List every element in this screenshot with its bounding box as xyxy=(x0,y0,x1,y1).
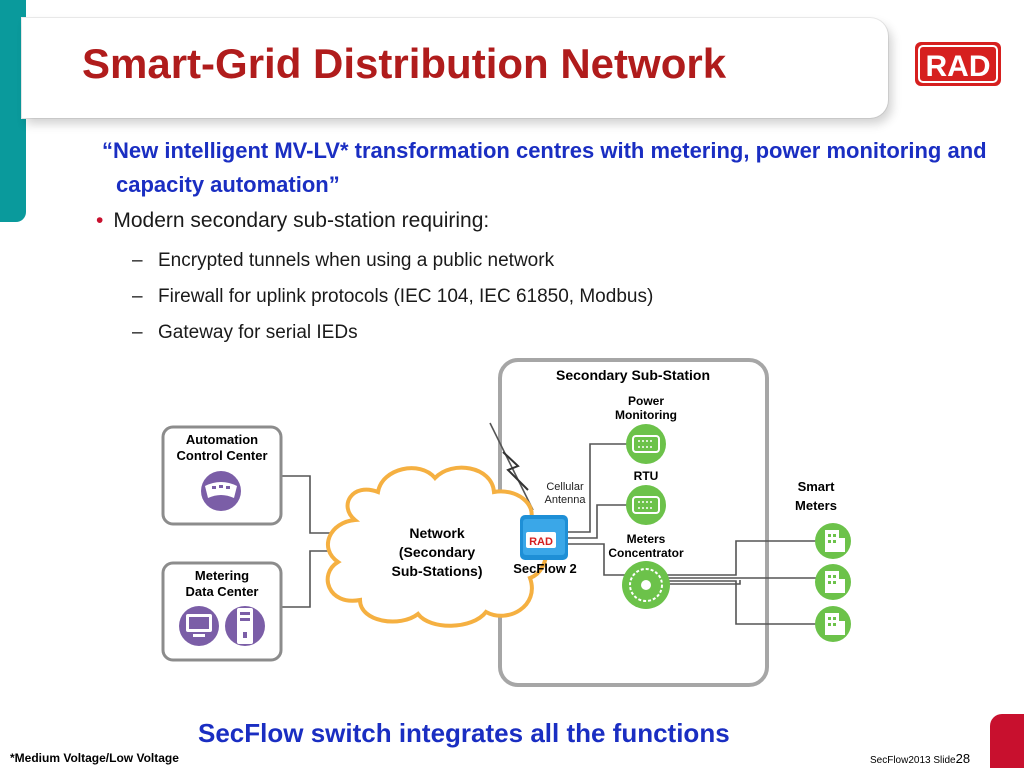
sub-bullet-item: –Encrypted tunnels when using a public n… xyxy=(132,250,554,272)
connection-lines xyxy=(282,443,816,625)
sub-bullet-item: –Gateway for serial IEDs xyxy=(132,322,358,344)
antenna-line xyxy=(489,422,534,511)
cellular-label: Antenna xyxy=(545,494,587,506)
slide-number: 28 xyxy=(955,751,971,766)
sub-bullet-text: Encrypted tunnels when using a public ne… xyxy=(158,250,555,271)
power-monitoring-label: Monitoring xyxy=(615,408,677,422)
network-label: Network xyxy=(409,525,464,541)
substation-title: Secondary Sub-Station xyxy=(556,367,710,383)
bullet-text: Modern secondary sub-station requiring: xyxy=(113,209,490,232)
smart-meters-label: Smart xyxy=(798,479,836,494)
automation-label: Control Center xyxy=(177,448,268,463)
dash-mark: – xyxy=(132,286,143,307)
smart-meter-icon xyxy=(815,564,851,600)
quote-text: “New intelligent MV-LV* transformation c… xyxy=(102,138,987,197)
bullet-dot: • xyxy=(96,209,104,232)
network-cloud xyxy=(325,465,549,628)
concentrator-icon xyxy=(622,561,670,609)
footnote: *Medium Voltage/Low Voltage xyxy=(10,751,179,765)
power-monitoring-label: Power xyxy=(628,394,664,408)
dash-mark: – xyxy=(132,322,143,343)
slide-prefix: SecFlow2013 Slide xyxy=(870,755,956,766)
rtu-icon xyxy=(626,485,666,525)
bullet-item: • Modern secondary sub-station requiring: xyxy=(96,209,489,233)
svg-text:RAD: RAD xyxy=(529,536,553,548)
slide-info: SecFlow2013 Slide28 xyxy=(870,751,970,766)
smart-meters-label: Meters xyxy=(795,498,837,513)
secflow-device-icon: RAD xyxy=(520,515,568,560)
control-desk-icon xyxy=(201,471,241,511)
meters-concentrator-label: Meters xyxy=(627,532,666,546)
sub-bullet-text: Firewall for uplink protocols (IEC 104, … xyxy=(158,286,654,307)
rtu-label: RTU xyxy=(634,469,659,483)
dash-mark: – xyxy=(132,250,143,271)
monitor-icon xyxy=(179,606,219,646)
automation-label: Automation xyxy=(186,432,258,447)
meters-concentrator-label: Concentrator xyxy=(608,546,684,560)
antenna-bolt xyxy=(502,451,529,491)
server-icon xyxy=(225,606,265,646)
svg-text:RAD: RAD xyxy=(926,50,991,83)
secflow-label: SecFlow 2 xyxy=(513,561,577,576)
power-monitor-icon xyxy=(626,424,666,464)
rad-logo: RAD xyxy=(915,42,1001,86)
smart-meter-icon xyxy=(815,606,851,642)
metering-label: Data Center xyxy=(186,584,259,599)
metering-label: Metering xyxy=(195,568,249,583)
network-label: Sub-Stations) xyxy=(392,563,483,579)
page-title: Smart-Grid Distribution Network xyxy=(82,40,727,87)
footer-headline: SecFlow switch integrates all the functi… xyxy=(198,718,730,748)
sub-bullet-item: –Firewall for uplink protocols (IEC 104,… xyxy=(132,286,653,308)
corner-accent xyxy=(990,714,1024,768)
teal-accent-bar xyxy=(0,0,26,222)
network-label: (Secondary xyxy=(399,544,475,560)
smart-meter-icon xyxy=(815,523,851,559)
title-panel xyxy=(22,18,888,118)
cellular-label: Cellular xyxy=(546,481,584,493)
sub-bullet-text: Gateway for serial IEDs xyxy=(158,322,358,343)
